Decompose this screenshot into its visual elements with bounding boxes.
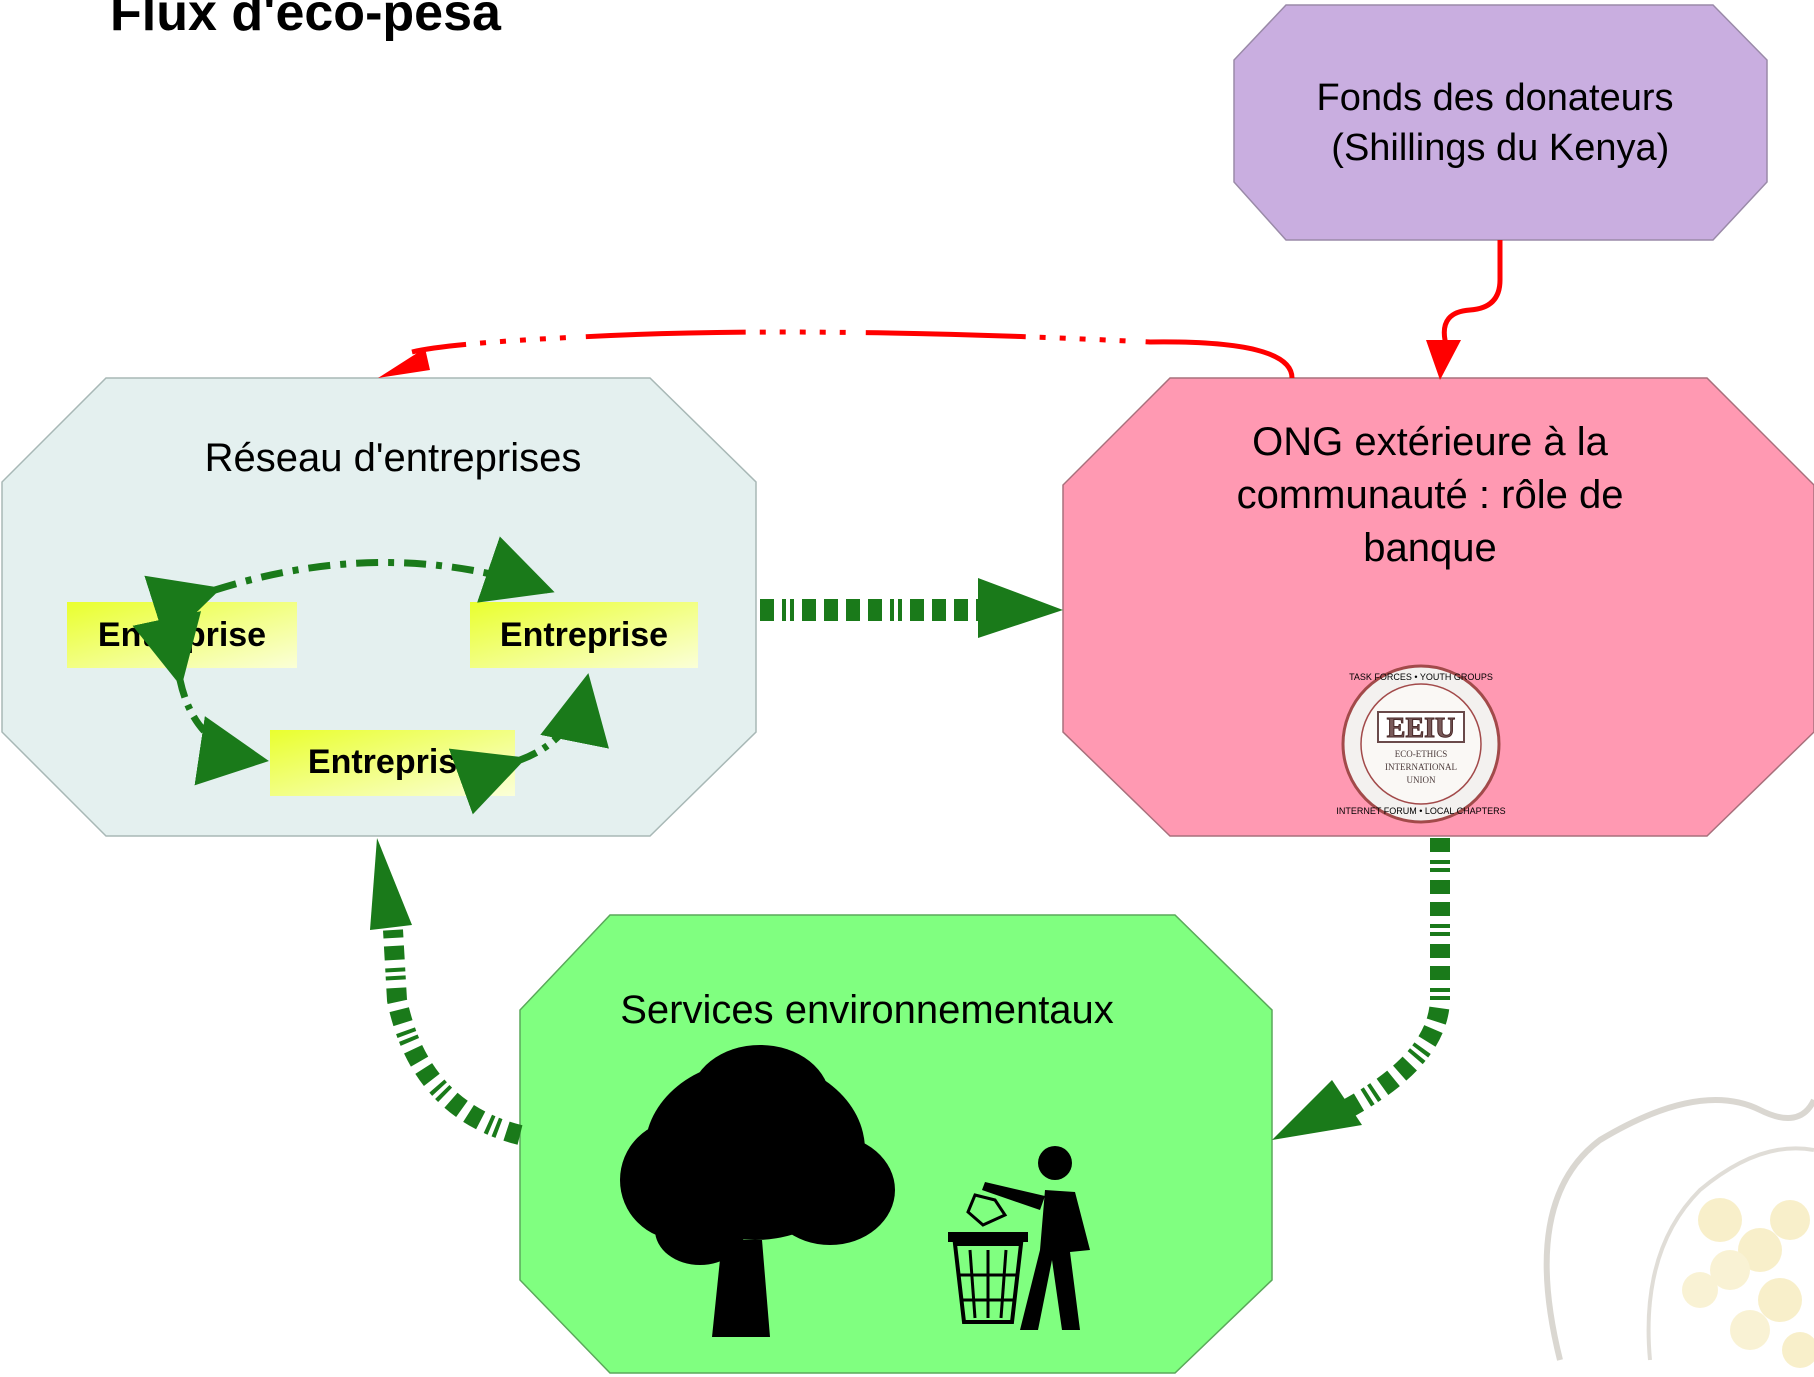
network-label: Réseau d'entreprises <box>205 436 582 480</box>
seal-line-3: UNION <box>1407 775 1436 785</box>
seal-top-text: TASK FORCES • YOUTH GROUPS <box>1349 672 1493 682</box>
ngo-label-line-2: communauté : rôle de <box>1237 473 1624 517</box>
internal-arrow-top <box>144 536 555 643</box>
seal-bottom-text: INTERNET FORUM • LOCAL CHAPTERS <box>1336 806 1505 816</box>
internal-arrow-left <box>132 611 269 786</box>
eeiu-seal-logo: TASK FORCES • YOUTH GROUPS EEIU ECO-ETHI… <box>1336 664 1506 824</box>
services-label: Services environnementaux <box>620 988 1114 1032</box>
arrow-network-to-ngo <box>760 578 1063 638</box>
diagram-title: Flux d'éco-pesa <box>110 0 502 42</box>
recycle-bin-person-icon <box>948 1146 1090 1330</box>
arrow-services-to-network <box>370 838 523 1145</box>
seal-center-text: EEIU <box>1387 713 1455 744</box>
internal-arrow-right <box>448 673 609 815</box>
arrow-ngo-to-network <box>378 329 1295 379</box>
entreprise-label-left: Entreprise <box>98 616 266 654</box>
arrow-ngo-to-services <box>1272 838 1450 1140</box>
ngo-label-line-1: ONG extérieure à la <box>1252 420 1608 464</box>
tree-icon <box>620 1045 895 1337</box>
entreprise-box-left: Entreprise <box>67 602 297 668</box>
entreprise-label-right: Entreprise <box>500 616 668 654</box>
entreprise-box-bottom: Entreprise <box>270 730 515 796</box>
seal-line-2: INTERNATIONAL <box>1385 762 1457 772</box>
donor-label-line-1: Fonds des donateurs <box>1316 77 1673 119</box>
seal-line-1: ECO-ETHICS <box>1395 749 1448 759</box>
services-node: Services environnementaux <box>519 914 1273 1374</box>
ngo-shape <box>1062 377 1814 837</box>
arrow-donor-to-ngo <box>1426 240 1503 380</box>
donor-node: Fonds des donateurs (Shillings du Kenya) <box>1233 4 1768 241</box>
network-node: Réseau d'entreprises Entreprise Entrepri… <box>1 377 757 837</box>
ngo-node: ONG extérieure à la communauté : rôle de… <box>1062 377 1814 837</box>
donor-label-line-2: (Shillings du Kenya) <box>1321 127 1670 169</box>
floral-logo-watermark <box>1543 1097 1814 1368</box>
ngo-label-line-3: banque <box>1363 526 1496 570</box>
donor-shape <box>1233 4 1768 241</box>
entreprise-label-bottom: Entreprise <box>308 743 476 781</box>
entreprise-box-right: Entreprise <box>470 602 698 668</box>
